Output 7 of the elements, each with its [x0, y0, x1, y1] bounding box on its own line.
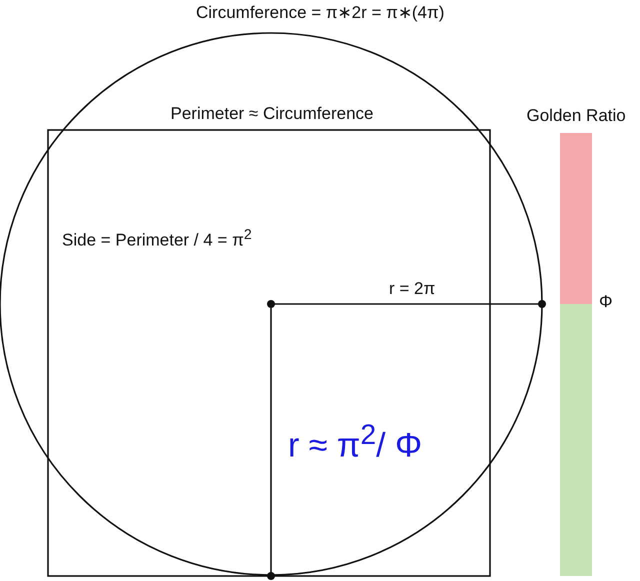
formula-text: Side = Perimeter / 4 = π$^{2}$: [62, 228, 252, 250]
radius-label: r = 2π: [389, 280, 436, 299]
formula-text: r ≈ π$^{2}$/ Φ: [288, 420, 422, 465]
bar-title: Golden Ratio: [526, 107, 626, 126]
marker-label: Φ: [599, 293, 613, 312]
formula-text: Perimeter ≈ Circumference: [170, 105, 374, 124]
formula-text: Circumference = π∗2r = π∗(4π): [196, 4, 444, 23]
